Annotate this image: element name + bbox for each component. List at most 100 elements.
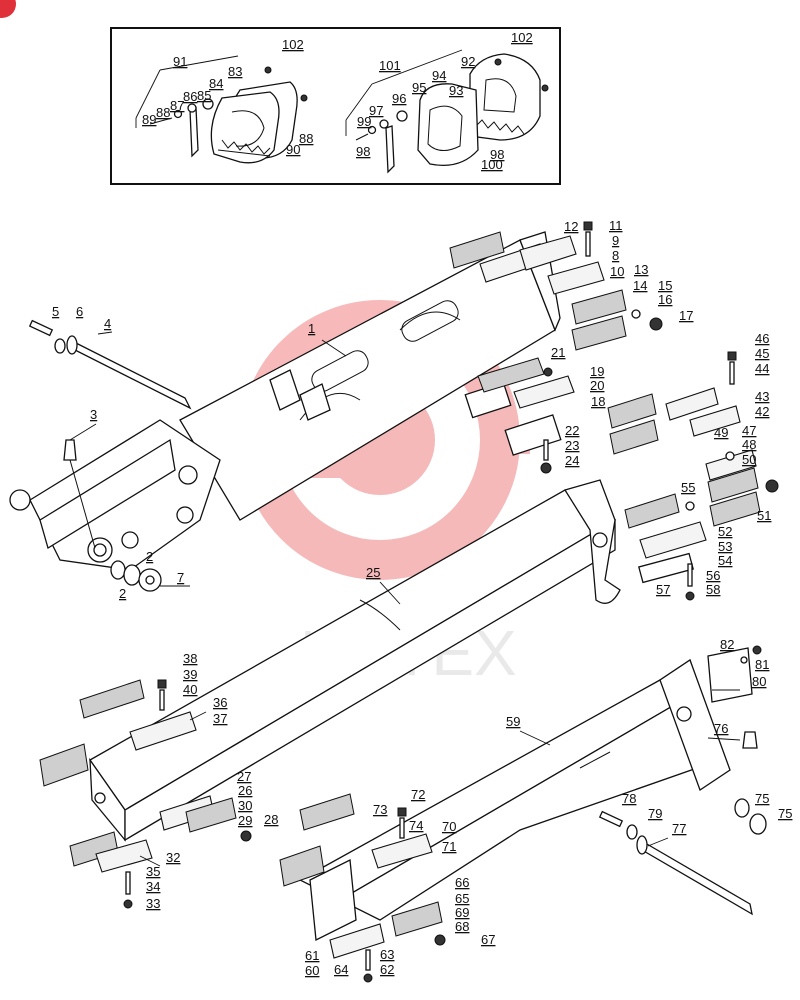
part-number-label: 53 — [718, 539, 732, 554]
boom-section-25 — [39, 479, 707, 909]
part-number-label: 78 — [622, 791, 636, 806]
part-number-label: 99 — [357, 114, 371, 129]
part-number-label: 75 — [755, 791, 769, 806]
part-number-label: 38 — [183, 651, 197, 666]
part-number-label: 5 — [52, 304, 59, 319]
part-number-label: 95 — [412, 80, 426, 95]
part-number-label: 13 — [634, 262, 648, 277]
part-number-label: 101 — [379, 58, 401, 73]
part-number-label: 3 — [90, 407, 97, 422]
part-number-label: 76 — [714, 721, 728, 736]
part-number-label: 56 — [706, 568, 720, 583]
leader-lines — [69, 331, 741, 867]
part-number-label: 1 — [308, 321, 315, 336]
part-number-label: 32 — [166, 850, 180, 865]
part-number-label: 91 — [173, 54, 187, 69]
part-number-label: 25 — [366, 565, 380, 580]
part-number-label: 34 — [146, 879, 160, 894]
part-number-label: 66 — [455, 875, 469, 890]
part-number-label: 28 — [264, 812, 278, 827]
part-number-label: 23 — [565, 438, 579, 453]
part-number-label: 93 — [449, 83, 463, 98]
part-number-label: 72 — [411, 787, 425, 802]
boom-section-59 — [279, 645, 767, 983]
part-number-label: 64 — [334, 962, 348, 977]
part-number-label: 7 — [177, 570, 184, 585]
part-number-label: 37 — [213, 711, 227, 726]
part-number-label: 59 — [506, 714, 520, 729]
part-number-label: 81 — [755, 657, 769, 672]
part-number-label: 43 — [755, 389, 769, 404]
part-number-label: 14 — [633, 278, 647, 293]
part-number-label: 40 — [183, 682, 197, 697]
assembly-91-drawing — [135, 55, 308, 164]
part-number-label: 6 — [76, 304, 83, 319]
wear-pads-upper — [449, 221, 779, 527]
part-number-label: 8 — [612, 248, 619, 263]
corner-badge — [0, 0, 16, 18]
part-number-label: 21 — [551, 345, 565, 360]
part-number-label: 98 — [490, 147, 504, 162]
part-number-label: 88 — [299, 131, 313, 146]
part-number-label: 102 — [282, 37, 304, 52]
part-number-label: 26 — [238, 783, 252, 798]
part-number-label: 73 — [373, 802, 387, 817]
part-number-label: 97 — [369, 103, 383, 118]
part-number-label: 11 — [609, 218, 623, 233]
part-number-label: 102 — [511, 30, 533, 45]
part-number-label: 52 — [718, 524, 732, 539]
part-number-label: 48 — [742, 437, 756, 452]
part-number-label: 98 — [356, 144, 370, 159]
part-number-label: 27 — [237, 769, 251, 784]
part-number-label: 62 — [380, 962, 394, 977]
part-number-label: 18 — [591, 394, 605, 409]
part-number-label: 68 — [455, 919, 469, 934]
part-number-label: 58 — [706, 582, 720, 597]
part-number-label: 2 — [119, 586, 126, 601]
part-number-label: 46 — [755, 331, 769, 346]
part-number-label: 42 — [755, 404, 769, 419]
assembly-101-drawing — [345, 49, 549, 174]
part-number-label: 17 — [679, 308, 693, 323]
part-number-label: 63 — [380, 947, 394, 962]
part-number-label: 24 — [565, 453, 579, 468]
part-number-label: 30 — [238, 798, 252, 813]
part-number-label: 36 — [213, 695, 227, 710]
part-number-label: 79 — [648, 806, 662, 821]
part-number-label: 74 — [409, 818, 423, 833]
part-number-label: 92 — [461, 54, 475, 69]
part-number-label: 4 — [104, 316, 111, 331]
part-number-label: 12 — [564, 219, 578, 234]
part-number-label: 55 — [681, 480, 695, 495]
part-number-label: 84 — [209, 76, 223, 91]
part-number-label: 96 — [392, 91, 406, 106]
part-number-label: 44 — [755, 361, 769, 376]
part-number-label: 9 — [612, 233, 619, 248]
part-number-label: 15 — [658, 278, 672, 293]
part-number-label: 10 — [610, 264, 624, 279]
part-number-label: 100 — [481, 157, 503, 172]
part-number-label: 20 — [590, 378, 604, 393]
part-number-label: 82 — [720, 637, 734, 652]
part-number-label: 85 — [197, 88, 211, 103]
part-number-label: 70 — [442, 819, 456, 834]
part-number-label: 88 — [156, 105, 170, 120]
part-number-label: 90 — [286, 142, 300, 157]
part-number-label: 86 — [183, 89, 197, 104]
part-number-label: 49 — [714, 425, 728, 440]
part-number-label: 50 — [742, 452, 756, 467]
part-number-label: 22 — [565, 423, 579, 438]
part-number-label: 16 — [658, 292, 672, 307]
part-number-label: 57 — [656, 582, 670, 597]
part-number-label: 67 — [481, 932, 495, 947]
part-number-label: 2 — [146, 549, 153, 564]
part-number-label: 71 — [442, 839, 456, 854]
inset-detail — [110, 27, 561, 185]
part-number-label: 69 — [455, 905, 469, 920]
part-number-label: 94 — [432, 68, 446, 83]
part-number-label: 80 — [752, 674, 766, 689]
part-number-label: 29 — [238, 813, 252, 828]
part-number-label: 60 — [305, 963, 319, 978]
